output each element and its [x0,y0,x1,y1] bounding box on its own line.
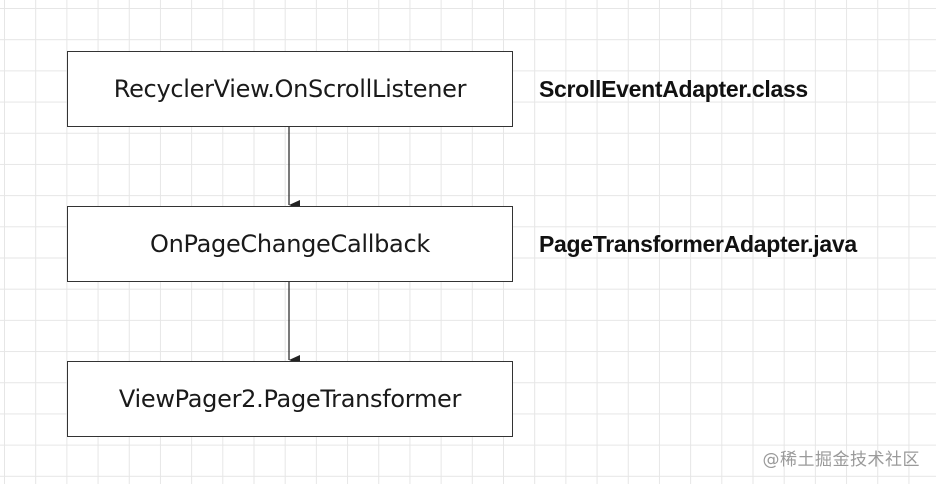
node-page-transformer: ViewPager2.PageTransformer [67,361,513,437]
node-label: OnPageChangeCallback [150,230,430,258]
node-label: ViewPager2.PageTransformer [118,385,462,413]
node-recycler-scroll-listener: RecyclerView.OnScrollListener [67,51,513,127]
node-page-change-callback: OnPageChangeCallback [67,206,513,282]
node-label: RecyclerView.OnScrollListener [113,75,467,103]
watermark: @稀土掘金技术社区 [762,450,920,470]
annotation-page-transformer-adapter: PageTransformerAdapter.java [539,231,857,257]
annotation-scroll-event-adapter: ScrollEventAdapter.class [539,76,808,102]
